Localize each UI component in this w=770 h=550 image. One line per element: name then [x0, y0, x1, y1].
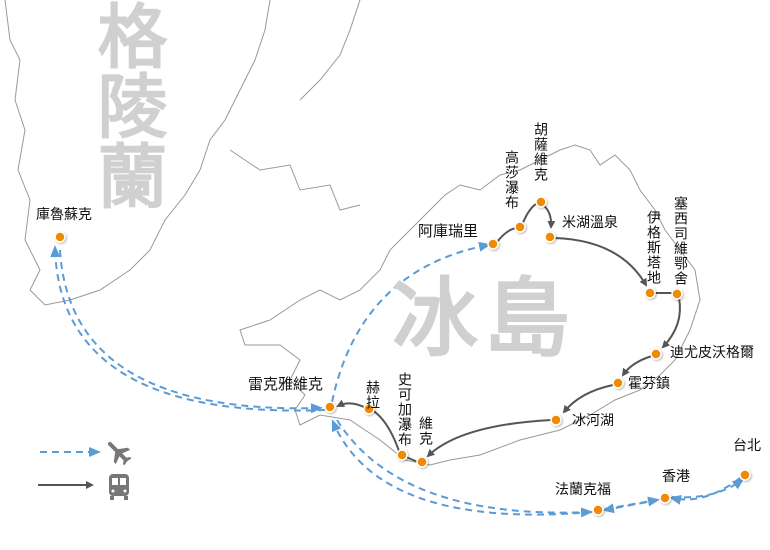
point-egilsstadir[interactable] [644, 287, 656, 299]
point-myvatn[interactable] [544, 231, 556, 243]
region-greenland: 格陵蘭 [86, 0, 168, 210]
label-hella: 赫拉 [364, 380, 380, 410]
point-djupivogur[interactable] [650, 348, 662, 360]
flight-routes [40, 241, 745, 518]
flight-route-segment [336, 419, 593, 518]
point-akureyri[interactable] [487, 238, 499, 250]
flight-route-segment [602, 499, 659, 514]
point-hofn[interactable] [612, 377, 624, 389]
bus-routes [336, 201, 681, 463]
label-husavik: 胡薩維克 [532, 122, 548, 182]
point-vik[interactable] [416, 456, 428, 468]
label-seydisfjordur: 塞西司維鄂舍 [672, 196, 688, 286]
point-seydisfjordur[interactable] [671, 288, 683, 300]
flight-route-segment [669, 477, 741, 505]
label-taipei: 台北 [733, 438, 761, 454]
flight-route-segment [50, 245, 326, 412]
label-hongkong: 香港 [662, 469, 690, 485]
bus-route-segment [426, 419, 552, 458]
point-skogafoss[interactable] [396, 449, 408, 461]
bus-route-segment [553, 237, 648, 287]
point-hongkong[interactable] [659, 492, 671, 504]
label-jokulsarlon: 冰河湖 [572, 413, 614, 429]
label-reykjavik: 雷克雅維克 [248, 375, 324, 393]
label-frankfurt: 法蘭克福 [555, 482, 611, 498]
bus-route-segment [542, 204, 556, 229]
bus-route-segment [621, 355, 653, 377]
point-kulusuk[interactable] [54, 231, 66, 243]
label-hofn: 霍芬鎮 [628, 376, 670, 392]
point-godafoss[interactable] [514, 221, 526, 233]
point-hella[interactable] [363, 403, 375, 415]
flight-route-segment [331, 241, 491, 403]
label-godafoss: 高莎瀑布 [503, 150, 519, 210]
bus-icon [109, 474, 129, 500]
label-akureyri: 阿庫瑞里 [418, 222, 479, 240]
airplane-icon [107, 441, 132, 466]
coastline [4, 0, 701, 466]
point-husavik[interactable] [535, 196, 547, 208]
bus-route-segment [496, 227, 519, 243]
flight-route-segment [331, 419, 593, 516]
bus-route-segment [562, 384, 614, 414]
bus-route-segment [371, 409, 400, 452]
bus-route-segment [336, 399, 367, 409]
point-taipei[interactable] [739, 469, 751, 481]
label-egilsstadir: 伊格斯塔地 [645, 210, 661, 285]
flight-route-segment [671, 478, 745, 499]
region-iceland: 冰島 [392, 269, 576, 369]
label-skogafoss: 史可加瀑布 [396, 372, 412, 447]
bus-route-segment [405, 456, 419, 463]
flight-route-segment [59, 249, 323, 414]
label-djupivogur: 迪尤皮沃格爾 [670, 345, 754, 361]
point-frankfurt[interactable] [592, 504, 604, 516]
label-vik: 維克 [417, 416, 433, 446]
bus-route-segment [661, 297, 681, 349]
label-kulusuk: 庫魯蘇克 [36, 207, 92, 223]
label-myvatn: 米湖溫泉 [562, 215, 618, 231]
point-reykjavik[interactable] [324, 401, 336, 413]
point-jokulsarlon[interactable] [550, 414, 562, 426]
